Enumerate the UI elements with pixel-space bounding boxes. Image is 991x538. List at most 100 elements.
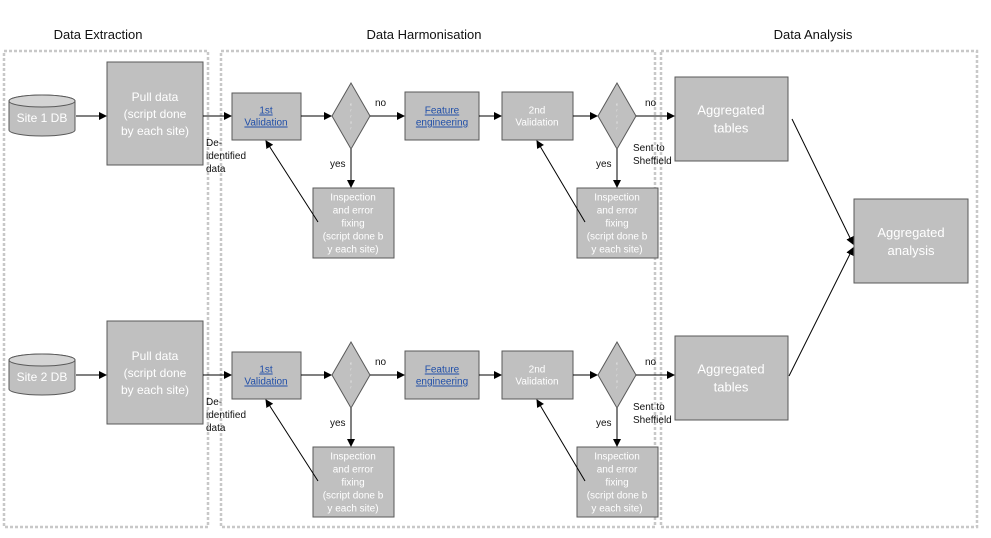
row2-inspection-2-line-3: fixing xyxy=(605,478,628,489)
row1-pull-data-line-1: Pull data xyxy=(132,90,179,104)
row2-decision-2-line-2: r xyxy=(616,366,618,371)
row2-inspection-2-box xyxy=(576,446,659,518)
svg-text:analysis: analysis xyxy=(888,243,935,258)
row1-site-db-label: Site 1 DB xyxy=(17,111,68,125)
row1-validation-1-box[interactable] xyxy=(231,92,302,141)
row2-aggregated-tables-box xyxy=(674,335,789,421)
row1-pull-data-line-2: (script done xyxy=(124,107,187,121)
row1-decision-2-line-1: e xyxy=(616,101,619,106)
row2-inspection-1-line-1: Inspection xyxy=(330,452,376,463)
row1-validation-2-line-1: 2nd xyxy=(529,106,546,117)
row2-pull-data-line-1: Pull data xyxy=(132,349,179,363)
row1-inspection-2-box xyxy=(576,187,659,259)
row2-yes-label-1-line-1: yes xyxy=(330,418,346,429)
svg-text:Aggregated: Aggregated xyxy=(877,225,944,240)
row2-inspection-1-line-5: y each site) xyxy=(327,504,378,515)
row1-decision-2-line-2: r xyxy=(616,107,618,112)
row2-aggregated-tables-line-2: tables xyxy=(714,380,749,395)
row1-deidentified-label-line-3: data xyxy=(206,164,226,175)
row2-decision-1-line-5: r xyxy=(350,384,352,389)
row2-validation-1-line-2: Validation xyxy=(244,377,287,388)
row2-site-db-label: Site 2 DB xyxy=(17,370,68,384)
row2-yes-label-2: yes xyxy=(596,418,612,429)
row1-decision-2-line-4: o xyxy=(616,119,619,124)
aggregated-analysis-line-1: Aggregated xyxy=(877,225,944,240)
section-containers xyxy=(2,49,979,529)
row1-yes-label-1: yes xyxy=(330,159,346,170)
row1-decision-2-label: error xyxy=(616,101,619,130)
row2-yes-label-1: yes xyxy=(330,418,346,429)
row1-decision-1-line-5: r xyxy=(350,125,352,130)
row1-inspection-2-line-5: y each site) xyxy=(591,245,642,256)
row2-aggregated-tables-line-1: Aggregated xyxy=(697,362,764,377)
row1-pull-data-line-3: by each site) xyxy=(121,124,189,138)
row1-validation-2-box xyxy=(501,91,574,141)
row1-inspection-2-line-4: (script done b xyxy=(587,232,648,243)
row1-deidentified-label-line-2: identified xyxy=(206,151,246,162)
row1-validation-2-line-2: Validation xyxy=(515,118,558,129)
row2-sent-to-label-line-1: Sent to xyxy=(633,402,665,413)
row1-sent-to-label: Sent to Sheffield xyxy=(633,143,672,167)
row1-aggregated-tables-box xyxy=(674,76,789,162)
row1-yes-label-2-line-1: yes xyxy=(596,159,612,170)
row1-feature-engineering-line-2: engineering xyxy=(416,118,468,129)
arrow-tables1-to-analysis xyxy=(791,118,854,245)
row1-no-label-1-line-1: no xyxy=(375,98,387,109)
analysis-container xyxy=(659,49,979,529)
aggregated-analysis-box: Aggregated analysis xyxy=(853,198,969,284)
row2-deidentified-label-line-3: data xyxy=(206,423,226,434)
row2-pull-data-box xyxy=(106,320,204,425)
row1-decision-1-line-4: o xyxy=(350,119,353,124)
row2-feature-engineering-box[interactable] xyxy=(404,350,480,400)
row2-validation-2-box xyxy=(501,350,574,400)
row2-feature-engineering-line-2: engineering xyxy=(416,377,468,388)
row2-aggregated-tables-label: Aggregated tables xyxy=(697,362,764,395)
row1-pull-data-box xyxy=(106,61,204,166)
row2-inspection-2-line-4: (script done b xyxy=(587,491,648,502)
section-title-extraction: Data Extraction xyxy=(54,27,143,42)
row2-validation-1-box[interactable] xyxy=(231,351,302,400)
row2-inspection-2-line-5: y each site) xyxy=(591,504,642,515)
row1-feature-engineering-line-1: Feature xyxy=(425,106,460,117)
harmonisation-container xyxy=(219,49,657,529)
row2-decision-2-line-1: e xyxy=(616,360,619,365)
row2-deidentified-label-line-2: identified xyxy=(206,410,246,421)
row1-decision-1-label: error xyxy=(350,101,353,130)
row1-sent-to-label-line-1: Sent to xyxy=(633,143,665,154)
row2-feature-engineering-line-1: Feature xyxy=(425,365,460,376)
row2-site-db-line-1: Site 2 DB xyxy=(17,370,68,384)
row1-aggregated-tables-line-2: tables xyxy=(714,121,749,136)
row2-deidentified-label-line-1: De- xyxy=(206,397,222,408)
row2-arrow-inspection1-to-val1 xyxy=(265,399,319,482)
row2-decision-1-line-4: o xyxy=(350,378,353,383)
row1-site-db-line-1: Site 1 DB xyxy=(17,111,68,125)
row1-decision-1-line-3: r xyxy=(350,113,352,118)
row2-pull-data-line-2: (script done xyxy=(124,366,187,380)
row2-site-db-icon: Site 2 DB xyxy=(8,353,76,396)
row1-yes-label-2: yes xyxy=(596,159,612,170)
section-title-analysis: Data Analysis xyxy=(774,27,853,42)
row1-feature-engineering-box[interactable] xyxy=(404,91,480,141)
row2-validation-2-line-1: 2nd xyxy=(529,365,546,376)
row1-inspection-1-line-4: (script done b xyxy=(323,232,384,243)
row1-decision-2-line-5: r xyxy=(616,125,618,130)
row1-sent-to-label-line-2: Sheffield xyxy=(633,156,672,167)
arrow-tables2-to-analysis xyxy=(788,247,854,377)
row2-inspection-1-line-4: (script done b xyxy=(323,491,384,502)
row2-deidentified-label: De-identified data xyxy=(206,397,246,434)
row1-inspection-2-line-2: and error xyxy=(597,206,638,217)
extraction-container xyxy=(2,49,210,529)
row2-decision-1-line-1: e xyxy=(350,360,353,365)
row1-inspection-2-line-3: fixing xyxy=(605,219,628,230)
row1-decision-2-line-3: r xyxy=(616,113,618,118)
